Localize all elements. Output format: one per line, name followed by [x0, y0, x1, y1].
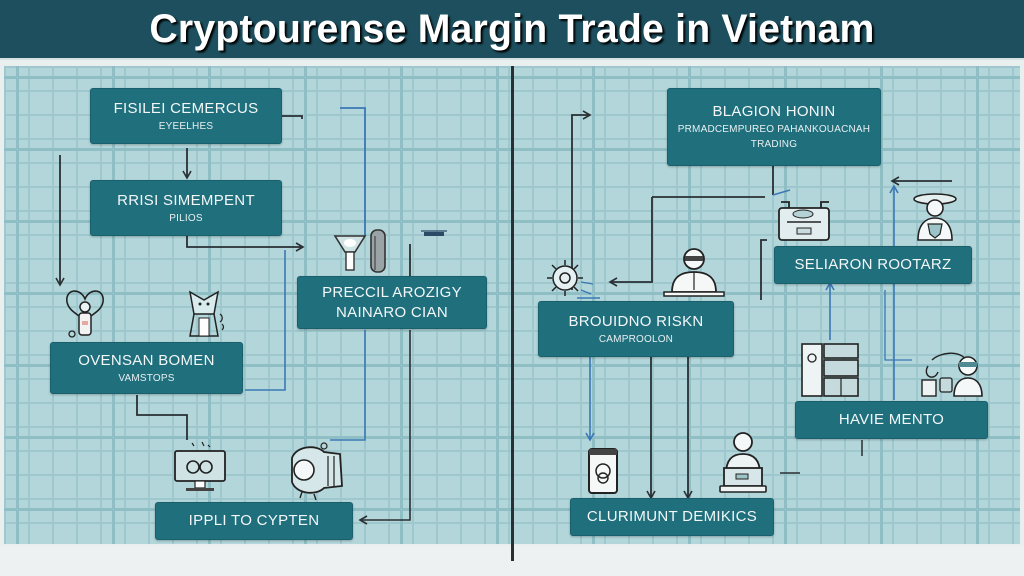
drone-icon: [421, 230, 447, 236]
step-box-seliaron-rootarz: SELIARON ROOTARZ: [774, 246, 972, 284]
monitor-icon: [174, 441, 226, 491]
trader-icon: [663, 248, 725, 297]
cylinder-icon: [370, 229, 386, 273]
panel-divider: [511, 66, 514, 561]
step-box-title: PRECCIL AROZIGY: [322, 283, 462, 301]
step-box-title: SELIARON ROOTARZ: [794, 256, 952, 273]
step-box-subtitle: EYEELHES: [158, 120, 214, 132]
step-box-preccil-arozigy: PRECCIL AROZIGY NAINARO CIAN: [297, 276, 487, 329]
thinking-person-icon: [188, 290, 225, 337]
step-box-clurimunt-demikics: CLURIMUNT DEMIKICS: [570, 498, 774, 536]
heart-person-icon: [66, 290, 104, 338]
safe-icon: [291, 442, 343, 501]
step-box-subtitle: NAINARO CIAN: [336, 303, 448, 321]
step-box-ippli-to-cypten: IPPLI TO CYPTEN: [155, 502, 353, 540]
page-title: Cryptourense Margin Trade in Vietnam: [149, 6, 875, 51]
gear-icon: [547, 260, 594, 296]
step-box-title: FISILEI CEMERCUS: [113, 99, 259, 117]
step-box-subtitle: CAMPROOLON: [598, 333, 674, 345]
step-box-rrisi-simempent: RRISI SIMEMPENT PILIOS: [90, 180, 282, 236]
step-box-title: OVENSAN BOMEN: [78, 351, 215, 369]
step-box-subtitle-2: TRADING: [750, 139, 798, 150]
office-worker-icon: [921, 352, 983, 397]
cash-register-icon: [778, 201, 830, 241]
step-box-ovensan-bomen: OVENSAN BOMEN VAMSTOPS: [50, 342, 243, 394]
phone-device-icon: [588, 448, 618, 494]
step-box-title: CLURIMUNT DEMIKICS: [586, 508, 758, 525]
step-box-brouidno-riskn: BROUIDNO RISKN CAMPROOLON: [538, 301, 734, 357]
step-box-title: BROUIDNO RISKN: [568, 312, 704, 330]
funnel-icon: [333, 229, 386, 273]
title-bar: Cryptourense Margin Trade in Vietnam: [0, 0, 1024, 60]
step-box-title: IPPLI TO CYPTEN: [188, 512, 320, 529]
step-box-title: RRISI SIMEMPENT: [117, 191, 255, 209]
step-box-subtitle: PILIOS: [169, 212, 203, 224]
step-box-subtitle: PRMADCEMPUREO PAHANKOUACNAH: [677, 124, 871, 135]
hat-person-icon: [913, 193, 957, 241]
step-box-title: HAVIE MENTO: [838, 411, 945, 428]
laptop-worker-icon: [719, 432, 767, 493]
step-box-fisilei-cemercus: FISILEI CEMERCUS EYEELHES: [90, 88, 282, 144]
step-box-havie-mento: HAVIE MENTO: [795, 401, 988, 439]
step-box-blagion-honin: BLAGION HONIN PRMADCEMPUREO PAHANKOUACNA…: [667, 88, 881, 166]
step-box-title: BLAGION HONIN: [712, 103, 836, 120]
server-rack-icon: [801, 343, 859, 397]
phone-icon: [939, 377, 953, 393]
step-box-subtitle: VAMSTOPS: [118, 372, 175, 384]
